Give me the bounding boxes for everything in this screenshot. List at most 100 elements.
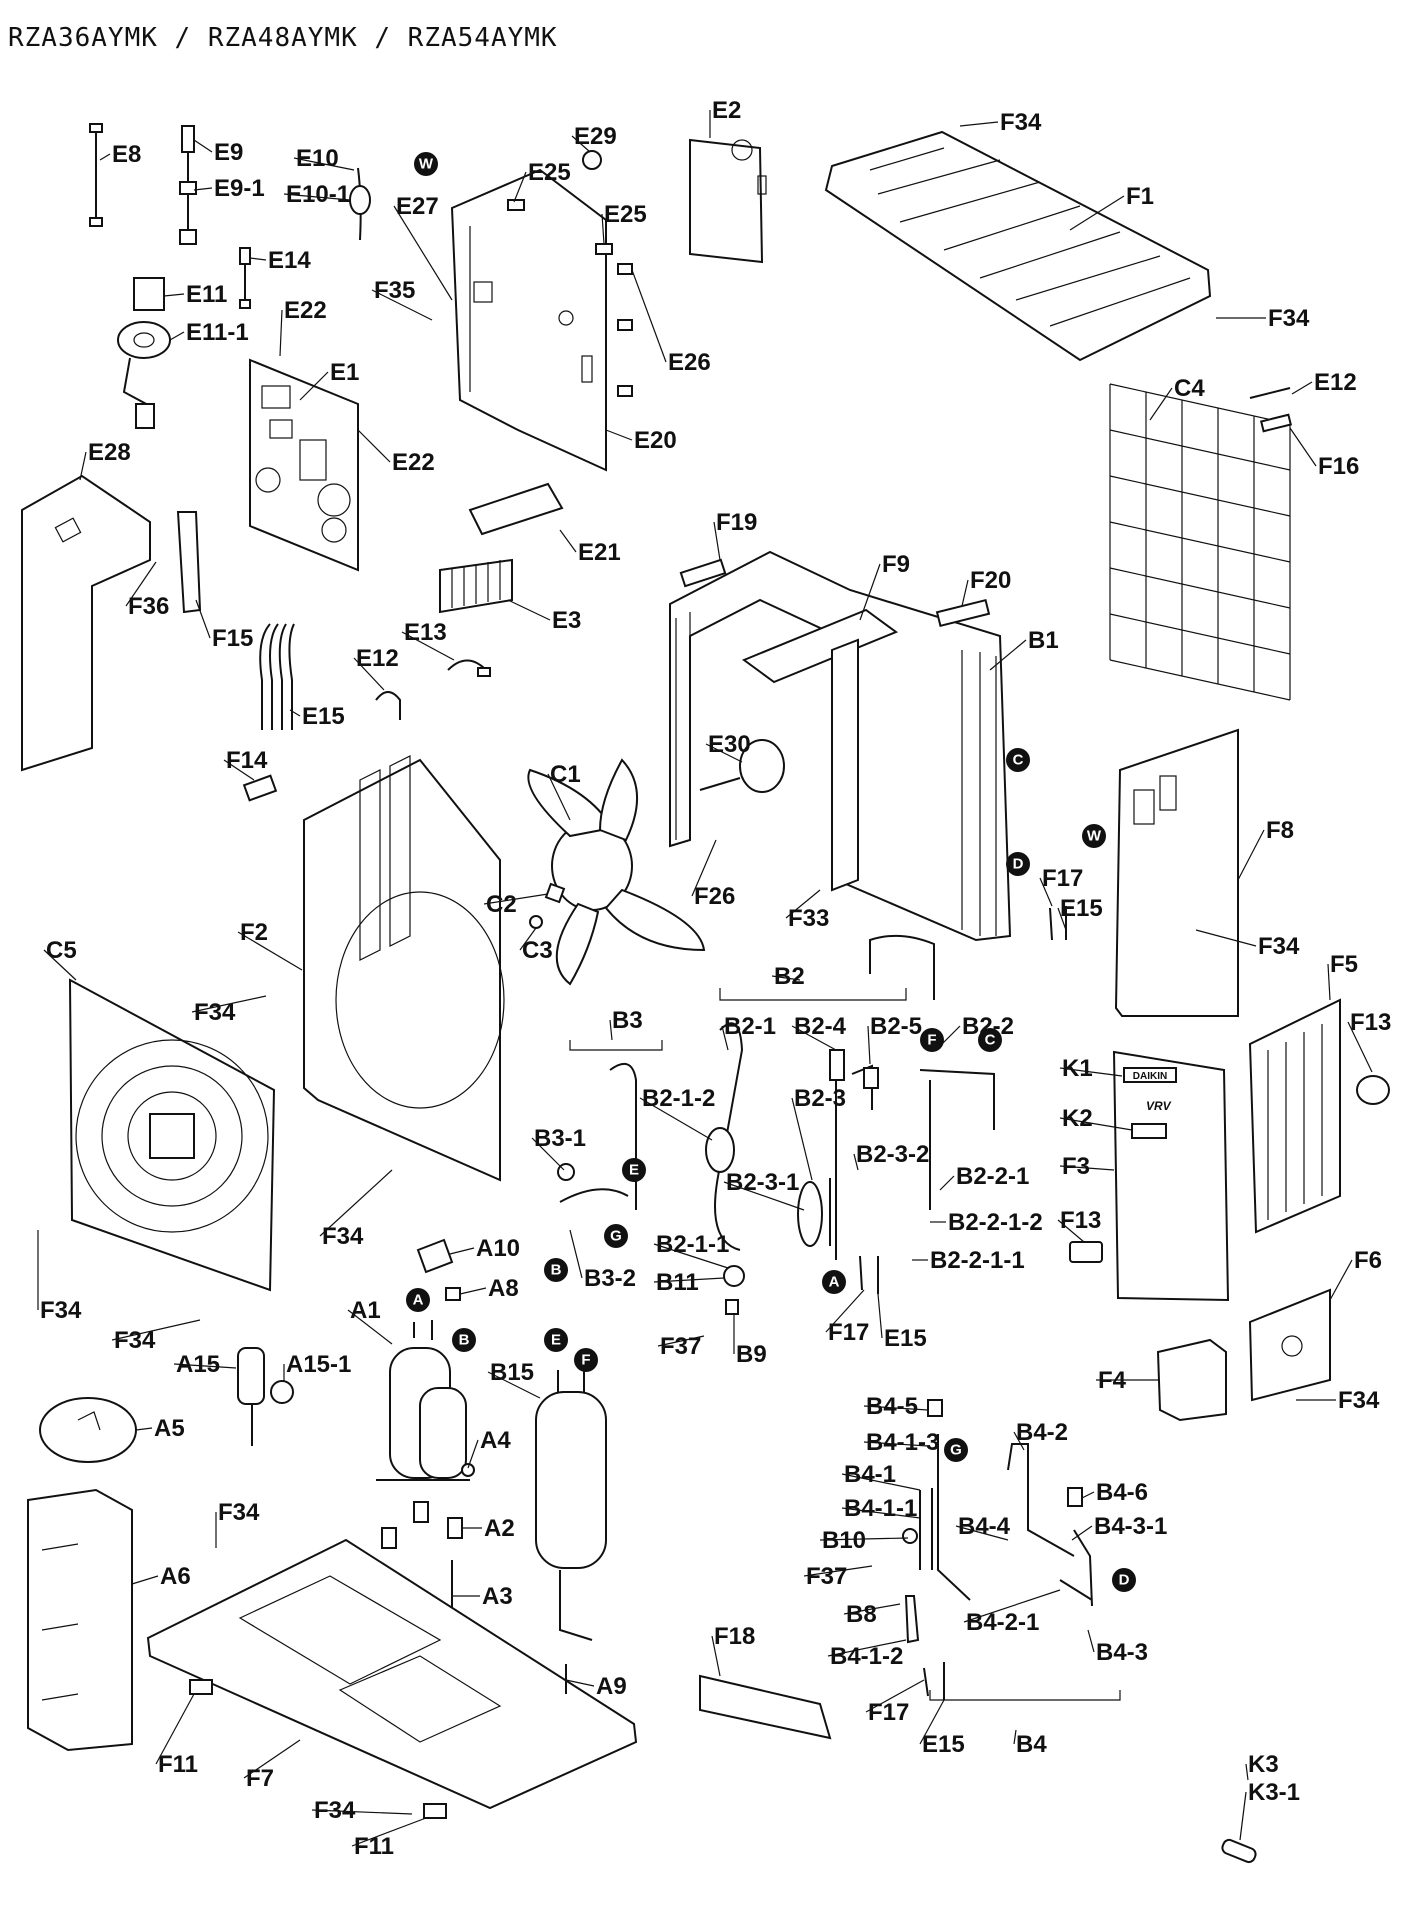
cover-e28 [21, 474, 151, 772]
bracket-e21 [468, 482, 564, 536]
terminal-cover-a15 [237, 1347, 265, 1446]
part-label-e26: E26 [668, 349, 711, 376]
connection-marker-b: B [452, 1328, 476, 1352]
leader-e25a [513, 171, 527, 203]
leader-e11-1 [169, 331, 185, 341]
connection-marker-g: G [604, 1224, 628, 1248]
part-a8 [445, 1287, 461, 1301]
part-label-e14: E14 [268, 247, 311, 274]
handle-f13-a [1356, 1075, 1390, 1105]
leader-b2-1-1 [653, 1243, 729, 1269]
leader-e11 [163, 293, 185, 297]
svg-text:D: D [1119, 1572, 1130, 1589]
part-label-f1: F1 [1126, 183, 1154, 210]
part-label-f37a: F37 [660, 1333, 701, 1360]
part-label-f34d: F34 [194, 999, 236, 1026]
part-label-e25a: E25 [528, 159, 571, 186]
pipe-b4 [902, 1399, 1093, 1644]
part-label-f4: F4 [1098, 1367, 1127, 1394]
harness-e9 [179, 125, 197, 245]
thermistor-e13 [447, 659, 491, 677]
nameplate-k1 [1123, 1067, 1177, 1083]
part-label-f17c: F17 [868, 1699, 909, 1726]
leader-b4 [1013, 1729, 1017, 1745]
bracket-f6 [1248, 1288, 1331, 1402]
rear-panel-f5 [1248, 998, 1341, 1234]
part-label-b2-1-1: B2-1-1 [656, 1231, 729, 1258]
thermistor-f17-e15-c [923, 1662, 945, 1700]
part-label-f34e: F34 [322, 1223, 364, 1250]
part-label-b2-3-1: B2-3-1 [726, 1169, 799, 1196]
washer-c2 [544, 882, 566, 904]
part-label-e9-1: E9-1 [214, 175, 265, 202]
leader-f3 [1059, 1165, 1115, 1171]
part-label-f11a: F11 [158, 1751, 198, 1778]
part-label-e12b: E12 [1314, 369, 1357, 396]
leader-f20 [961, 579, 969, 607]
part-label-e3: E3 [552, 607, 581, 634]
bracket-f14 [242, 774, 278, 802]
holder-e26 [617, 263, 633, 397]
leader-f5 [1327, 963, 1331, 1001]
solenoid-b2-3 [797, 1178, 831, 1247]
connection-marker-c: C [978, 1028, 1002, 1052]
leader-c5 [43, 949, 77, 981]
part-label-e9: E9 [214, 139, 243, 166]
leader-e9-1 [193, 187, 213, 191]
svg-text:A: A [413, 1292, 424, 1309]
leader-f8 [1237, 829, 1265, 881]
connection-marker-a: A [822, 1270, 846, 1294]
thermistor-e12-right [1249, 387, 1291, 399]
terminal-block-e3 [439, 558, 513, 614]
leader-e15b [1057, 907, 1067, 931]
leader-e26 [631, 269, 667, 363]
leader-e20 [605, 429, 633, 441]
leader-e9 [193, 139, 213, 153]
drain-cap-a5 [39, 1397, 137, 1463]
part-label-a15-1: A15-1 [286, 1351, 351, 1378]
leader-k2 [1059, 1117, 1133, 1131]
svg-text:D: D [1013, 856, 1024, 873]
part-label-f16: F16 [1318, 453, 1359, 480]
part-label-b4-1-3: B4-1-3 [866, 1429, 939, 1456]
part-label-k3-1: K3-1 [1248, 1779, 1300, 1806]
leader-f37a [657, 1335, 705, 1347]
leader-f18 [711, 1635, 721, 1677]
leader-f34d [191, 995, 267, 1013]
bracket-f11-a [189, 1679, 213, 1695]
part-label-a10: A10 [476, 1235, 520, 1262]
holder-e25-a [507, 199, 525, 211]
part-label-e20: E20 [634, 427, 677, 454]
sound-jacket-a6 [27, 1488, 133, 1752]
connection-marker-c: C [1006, 748, 1030, 772]
leader-f13a [1347, 1021, 1373, 1073]
part-label-a5: A5 [154, 1415, 185, 1442]
part-label-b4-1-2: B4-1-2 [830, 1643, 903, 1670]
part-label-b4-2-1: B4-2-1 [966, 1609, 1039, 1636]
accumulator-b15 [535, 1370, 607, 1641]
connection-marker-g: G [944, 1438, 968, 1462]
part-label-e11-1: E11-1 [186, 319, 249, 346]
leader-f34e [319, 1169, 393, 1237]
leader-b2-2-1 [939, 1175, 955, 1191]
group-bracket [569, 1040, 663, 1051]
leader-b2-4 [791, 1025, 837, 1051]
front-panel-f2 [303, 755, 505, 1182]
part-label-f5: F5 [1330, 951, 1358, 978]
part-label-f18: F18 [714, 1623, 755, 1650]
leader-c4 [1149, 387, 1173, 421]
connection-marker-b: B [544, 1258, 568, 1282]
part-label-e10: E10 [296, 145, 339, 172]
group-bracket [929, 1690, 1121, 1701]
leader-a5 [135, 1427, 153, 1431]
part-label-b4-2: B4-2 [1016, 1419, 1068, 1446]
leader-e8 [99, 153, 111, 161]
leader-e22b [357, 429, 391, 463]
base-frame-f7 [146, 1538, 638, 1810]
leader-b2-5 [867, 1025, 871, 1065]
part-label-e15a: E15 [302, 703, 345, 730]
part-label-e15c: E15 [884, 1325, 927, 1352]
part-label-f34c: F34 [1258, 933, 1300, 960]
cover-f4 [1156, 1338, 1227, 1422]
part-label-b2-1: B2-1 [724, 1013, 776, 1040]
